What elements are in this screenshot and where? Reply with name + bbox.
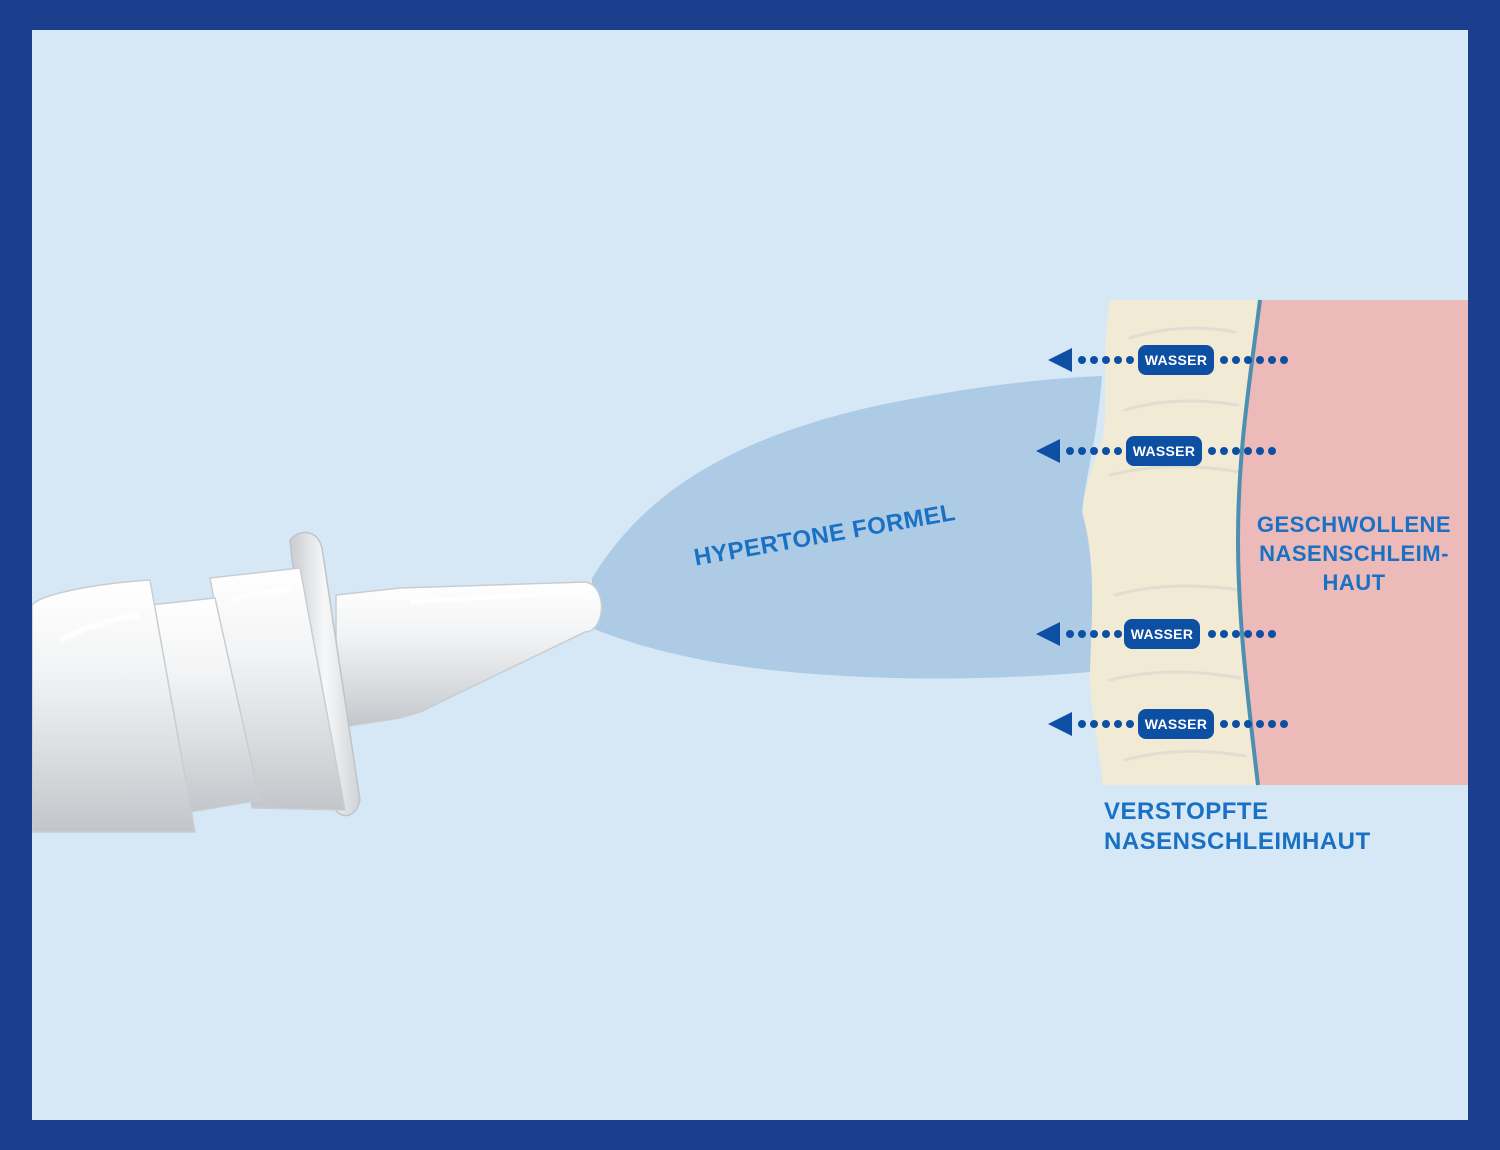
water-arrows (1036, 348, 1288, 736)
arrow-dots (1078, 356, 1288, 364)
water-arrow-row-3 (1036, 622, 1276, 646)
water-badge: WASSER (1124, 619, 1200, 649)
water-arrow-row-4 (1048, 712, 1288, 736)
arrow-left-icon (1048, 348, 1072, 372)
arrow-left-icon (1036, 439, 1060, 463)
arrow-dots (1078, 720, 1288, 728)
blocked-mucosa (1083, 300, 1260, 785)
water-arrow-row-1 (1048, 348, 1288, 372)
mucosa-boundary (1235, 299, 1262, 786)
diagram-panel: HYPERTONE FORMEL GESCHWOLLENE NASENSCHLE… (32, 30, 1468, 1120)
water-badge: WASSER (1138, 345, 1214, 375)
arrow-dots (1066, 447, 1276, 455)
arrow-dots (1066, 630, 1276, 638)
spray-cloud (592, 376, 1102, 679)
swollen-label-line-1: GESCHWOLLENE (1256, 512, 1452, 537)
arrow-left-icon (1036, 622, 1060, 646)
swollen-mucosa (1238, 300, 1468, 785)
blocked-mucosa-label: VERSTOPFTE NASENSCHLEIMHAUT (1104, 797, 1371, 857)
swollen-label-line-2: NASENSCHLEIM- (1259, 541, 1449, 566)
blocked-label-line-1: VERSTOPFTE (1104, 798, 1269, 825)
water-badge: WASSER (1138, 709, 1214, 739)
water-badge: WASSER (1126, 436, 1202, 466)
blocked-label-line-2: NASENSCHLEIMHAUT (1104, 828, 1371, 855)
swollen-mucosa-label: GESCHWOLLENE NASENSCHLEIM- HAUT (1240, 510, 1468, 597)
nasal-spray-nozzle-icon (32, 531, 603, 833)
diagram-artwork (32, 299, 1468, 833)
mucosa-folds (1108, 326, 1247, 762)
water-arrow-row-2 (1036, 439, 1276, 463)
arrow-left-icon (1048, 712, 1072, 736)
swollen-label-line-3: HAUT (1322, 570, 1386, 595)
